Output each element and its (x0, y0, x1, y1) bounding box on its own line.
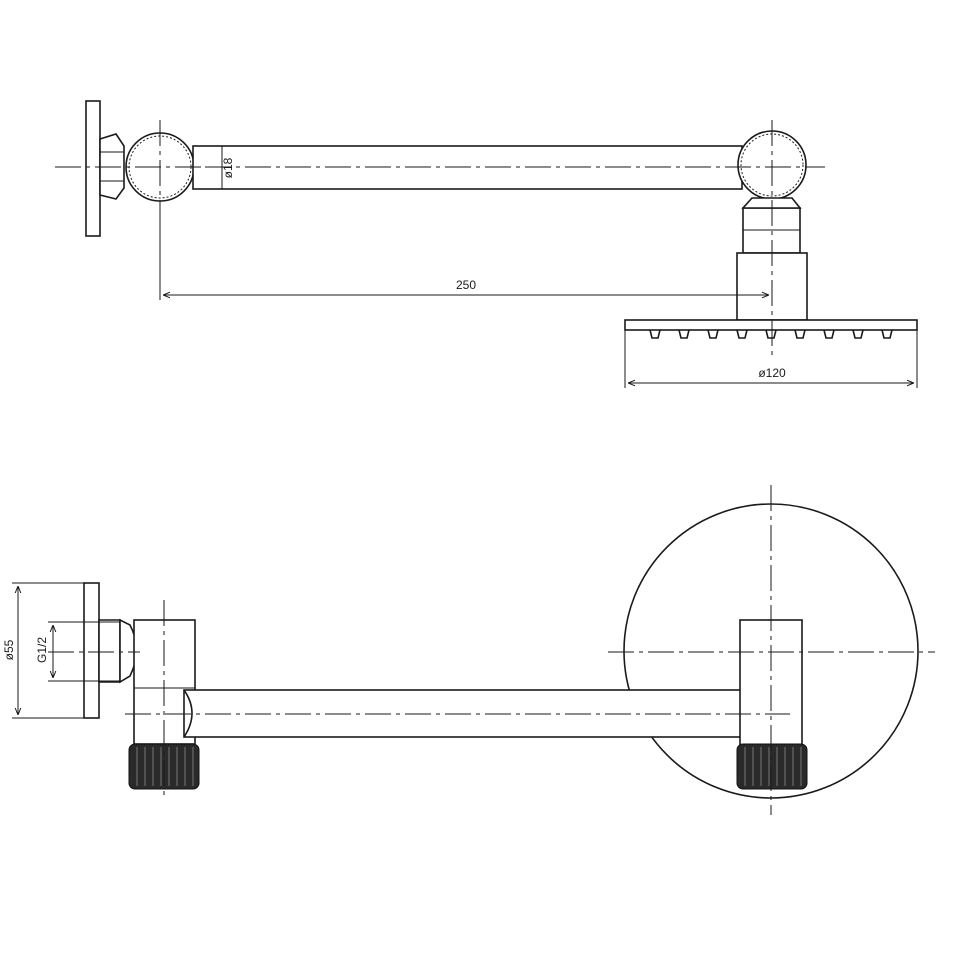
nozzle-row (649, 329, 893, 339)
wall-flange (85, 100, 101, 237)
top-view: ø55 G1/2 (2, 485, 935, 815)
dim-arm-length: 250 (456, 278, 476, 292)
dim-thread-size: G1/2 (35, 637, 49, 663)
side-view: 250 ø18 ø120 (55, 100, 918, 388)
right-knurled-nut (736, 743, 808, 790)
dim-arm-diameter: ø18 (221, 157, 235, 178)
right-swivel-body (739, 619, 803, 746)
dim-head-diameter: ø120 (758, 366, 786, 380)
wall-flange-plan (83, 582, 100, 719)
flange-nut-plan (98, 619, 121, 683)
shower-head-plate (624, 319, 918, 331)
dim-flange-diameter: ø55 (2, 639, 16, 660)
